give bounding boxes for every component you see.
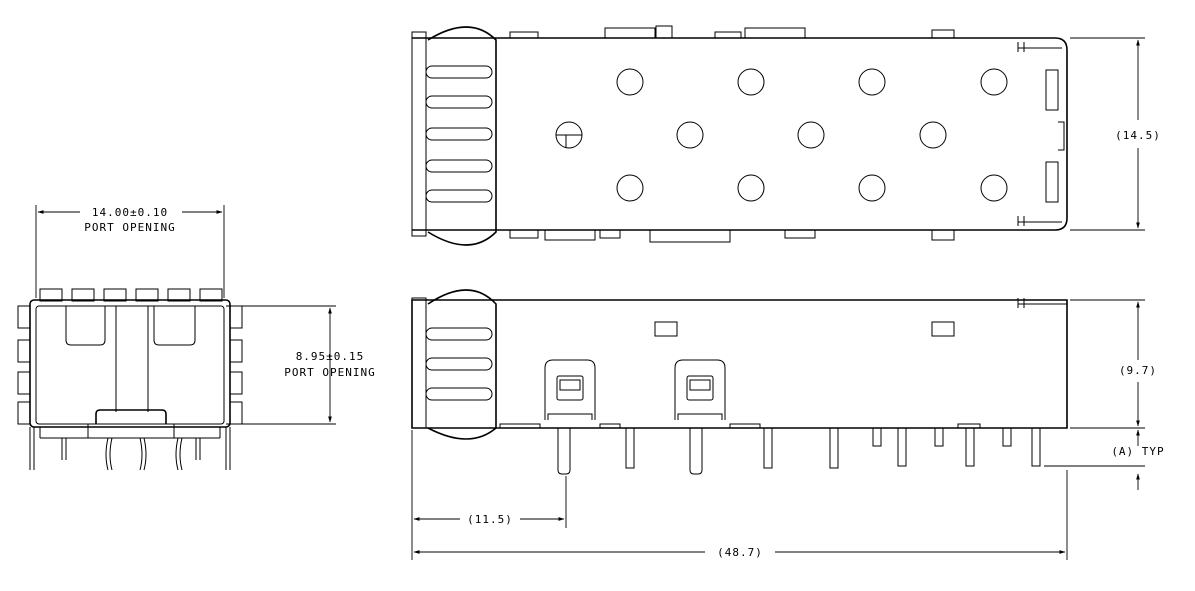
dim-top-width: (14.5) (1070, 37, 1161, 231)
port-width-label: 14.00±0.10 (92, 206, 168, 219)
front-pins (29, 427, 231, 471)
side-pins (499, 423, 1041, 475)
pin-offset-label: (A) TYP (1111, 445, 1164, 458)
side-body-outline (411, 299, 1068, 429)
top-width-label: (14.5) (1115, 129, 1161, 142)
port-width-note: PORT OPENING (84, 221, 175, 234)
side-window-1 (654, 321, 678, 337)
alignment-hole (555, 121, 583, 149)
port-height-label: 8.95±0.15 (296, 350, 365, 363)
top-bezel-slots (425, 65, 493, 203)
dim-side-height: (9.7) (1070, 299, 1157, 429)
front-base (87, 423, 175, 439)
rear-latch-lower (1045, 161, 1059, 203)
side-bezel (427, 289, 497, 440)
top-body-outline (412, 37, 1068, 231)
front-side-tabs-right (229, 305, 243, 425)
side-height-label: (9.7) (1119, 364, 1157, 377)
rear-latch-upper (1045, 69, 1059, 111)
top-bezel (427, 26, 497, 246)
side-latch-2 (674, 359, 726, 420)
overall-length-label: (48.7) (717, 546, 763, 559)
dim-pin-distance: (11.5) (411, 430, 567, 560)
side-window-2 (931, 321, 955, 337)
front-latch-right (153, 306, 196, 346)
front-port-opening (35, 305, 225, 425)
port-height-note: PORT OPENING (284, 366, 375, 379)
top-flange (411, 31, 427, 237)
front-side-tabs-left (17, 305, 31, 425)
front-top-tabs (39, 288, 223, 302)
top-edge-tabs (509, 25, 955, 39)
front-view: 14.00±0.10 PORT OPENING 8.95±0.15 PORT O… (17, 205, 375, 471)
front-latch-left (65, 306, 106, 346)
top-view: (14.5) (411, 25, 1161, 246)
side-view: (9.7) (A) TYP (11.5) (48.7) (411, 289, 1164, 560)
dim-port-height: 8.95±0.15 PORT OPENING (226, 305, 375, 425)
dim-overall-length: (48.7) (413, 470, 1068, 560)
side-latch-1 (544, 359, 596, 420)
pin-distance-label: (11.5) (467, 513, 513, 526)
front-cage-outline (29, 299, 231, 428)
dim-port-width: 14.00±0.10 PORT OPENING (35, 205, 225, 298)
dim-pin-offset: (A) TYP (1044, 429, 1164, 490)
side-flange (411, 297, 427, 429)
front-connector (95, 409, 167, 424)
side-bezel-slots (425, 327, 493, 401)
vent-holes (616, 68, 1008, 202)
bottom-edge-tabs (509, 229, 955, 243)
